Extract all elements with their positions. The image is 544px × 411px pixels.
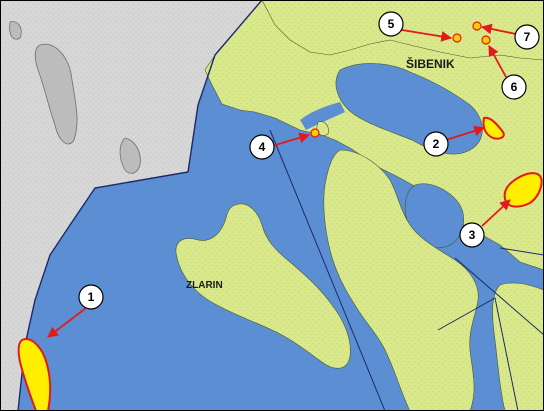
site-point-north-c bbox=[472, 21, 482, 31]
site-point-north-a bbox=[452, 33, 462, 43]
arrow-5 bbox=[401, 29, 453, 42]
label-sibenik: ŠIBENIK bbox=[406, 56, 455, 71]
site-polygon-east bbox=[503, 172, 543, 208]
site-polygon-southwest bbox=[17, 338, 52, 411]
boundary-line-c bbox=[437, 297, 519, 411]
marker-3: 3 bbox=[459, 222, 485, 248]
marker-4: 4 bbox=[249, 134, 275, 160]
marker-7: 7 bbox=[514, 24, 540, 50]
sibenik-bay bbox=[335, 63, 483, 155]
marker-7-number: 7 bbox=[524, 30, 531, 44]
marker-1-number: 1 bbox=[88, 290, 95, 304]
arrow-4 bbox=[271, 132, 311, 147]
site-point-channel bbox=[310, 128, 320, 138]
marker-1: 1 bbox=[78, 284, 104, 310]
arrow-3 bbox=[481, 199, 511, 227]
marker-3-number: 3 bbox=[469, 228, 476, 242]
southeast-shore-texture bbox=[492, 282, 544, 411]
site-polygon-bay bbox=[482, 116, 505, 140]
zlarin-texture bbox=[175, 203, 351, 369]
boundary-line-a bbox=[269, 129, 386, 411]
mainland-texture bbox=[205, 0, 544, 270]
arrow-7 bbox=[480, 23, 517, 35]
arrow-2 bbox=[445, 125, 486, 141]
marker-5-number: 5 bbox=[388, 17, 395, 31]
marker-5: 5 bbox=[378, 11, 404, 37]
arrow-1 bbox=[47, 307, 87, 338]
marker-2: 2 bbox=[423, 131, 449, 157]
marker-6: 6 bbox=[501, 74, 527, 100]
marker-4-number: 4 bbox=[259, 140, 266, 154]
arrow-6 bbox=[488, 45, 507, 78]
marker-2-number: 2 bbox=[433, 137, 440, 151]
bay-channel bbox=[300, 102, 345, 130]
inner-lagoon bbox=[404, 183, 464, 248]
outer-island-large bbox=[34, 43, 78, 145]
marker-6-number: 6 bbox=[511, 80, 518, 94]
label-zlarin: ZLARIN bbox=[186, 280, 223, 291]
south-peninsula-texture bbox=[323, 150, 479, 411]
site-point-north-b bbox=[481, 35, 491, 45]
boundary-line-d bbox=[499, 247, 544, 256]
outer-island-tiny bbox=[9, 21, 22, 40]
territorial-boundary bbox=[17, 0, 263, 411]
boundary-line-b bbox=[454, 257, 544, 336]
outer-island-small bbox=[119, 137, 141, 174]
